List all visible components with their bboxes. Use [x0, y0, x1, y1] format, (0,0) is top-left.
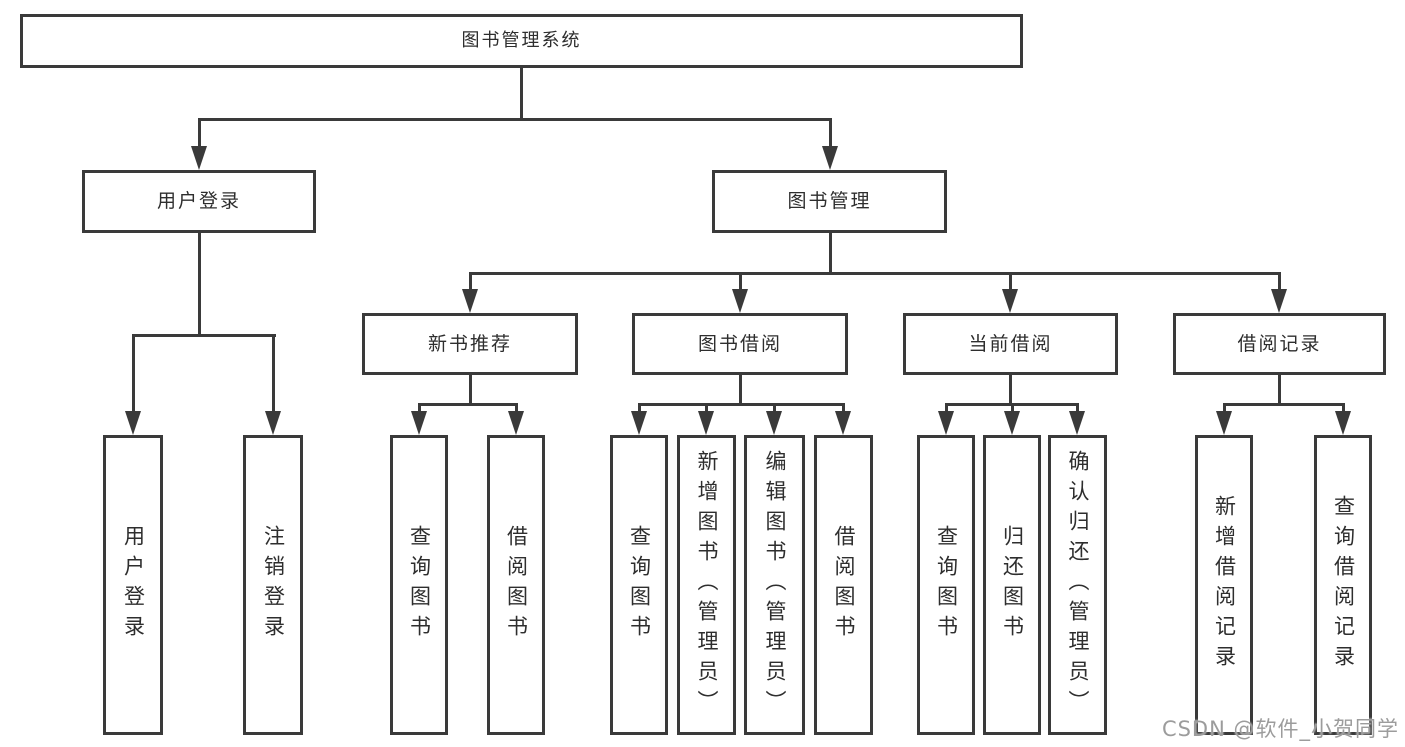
edge-line: [1278, 375, 1281, 405]
edge-arrowhead: [462, 289, 478, 313]
edge-arrowhead: [265, 411, 281, 435]
node-borrowing-records: 借阅记录: [1173, 313, 1386, 375]
node-label-leaf-query-books-3: 查询图书: [934, 525, 959, 645]
edge-arrowhead: [508, 411, 524, 435]
edge-arrowhead: [835, 411, 851, 435]
edge-line: [829, 118, 832, 150]
edge-arrowhead: [1002, 289, 1018, 313]
node-label-leaf-query-books-2: 查询图书: [627, 525, 652, 645]
node-leaf-confirm-return-admin: 确认归还（管理员）: [1048, 435, 1107, 735]
edge-arrowhead: [411, 411, 427, 435]
node-leaf-query-books-1: 查询图书: [390, 435, 448, 735]
edge-line: [515, 403, 518, 415]
node-leaf-borrow-books-2: 借阅图书: [814, 435, 873, 735]
edge-arrowhead: [822, 146, 838, 170]
node-label-leaf-return-books: 归还图书: [1000, 525, 1025, 645]
edge-line: [469, 375, 472, 405]
node-label-leaf-logout: 注销登录: [261, 525, 286, 645]
edge-line: [198, 118, 832, 121]
node-leaf-user-login: 用户登录: [103, 435, 163, 735]
node-label-current-borrowing: 当前借阅: [968, 332, 1053, 355]
node-leaf-borrow-books-1: 借阅图书: [487, 435, 545, 735]
node-new-book-recommend: 新书推荐: [362, 313, 578, 375]
node-label-new-book-recommend: 新书推荐: [427, 332, 512, 355]
edge-line: [638, 403, 641, 415]
edge-arrowhead: [631, 411, 647, 435]
edge-arrowhead: [1004, 411, 1020, 435]
edge-line: [520, 68, 523, 120]
watermark: CSDN @软件_小贺同学: [1161, 717, 1399, 741]
node-label-library-system: 图书管理系统: [461, 30, 582, 51]
edge-line: [739, 272, 742, 292]
node-label-book-borrowing: 图书借阅: [697, 332, 782, 355]
node-leaf-return-books: 归还图书: [983, 435, 1041, 735]
edge-arrowhead: [1216, 411, 1232, 435]
edge-line: [272, 334, 275, 414]
edge-line: [132, 334, 276, 337]
node-library-system: 图书管理系统: [20, 14, 1023, 68]
edge-line: [1076, 403, 1079, 415]
edge-line: [469, 272, 1280, 275]
edge-arrowhead: [698, 411, 714, 435]
edge-line: [198, 233, 201, 336]
edge-arrowhead: [938, 411, 954, 435]
edge-line: [1342, 403, 1345, 415]
edge-line: [638, 403, 845, 406]
edge-line: [829, 233, 832, 274]
node-current-borrowing: 当前借阅: [903, 313, 1118, 375]
node-leaf-query-books-3: 查询图书: [917, 435, 975, 735]
node-label-leaf-edit-books-admin: 编辑图书（管理员）: [763, 450, 787, 720]
node-user-login: 用户登录: [82, 170, 316, 233]
edge-line: [418, 403, 421, 415]
node-leaf-add-borrow-record: 新增借阅记录: [1195, 435, 1253, 735]
edge-line: [198, 118, 201, 150]
edge-line: [773, 403, 776, 415]
node-label-leaf-confirm-return-admin: 确认归还（管理员）: [1066, 450, 1090, 720]
edge-line: [469, 272, 472, 292]
edge-arrowhead: [766, 411, 782, 435]
edge-line: [739, 375, 742, 405]
edge-line: [1223, 403, 1226, 415]
edge-line: [1278, 272, 1281, 292]
edge-line: [1009, 272, 1012, 292]
node-book-borrowing: 图书借阅: [632, 313, 848, 375]
edge-arrowhead: [191, 146, 207, 170]
edge-arrowhead: [1069, 411, 1085, 435]
node-leaf-query-books-2: 查询图书: [610, 435, 668, 735]
node-label-leaf-add-books-admin: 新增图书（管理员）: [695, 450, 719, 720]
node-label-leaf-add-borrow-record: 新增借阅记录: [1212, 495, 1237, 675]
node-label-book-management: 图书管理: [787, 190, 872, 212]
node-leaf-add-books-admin: 新增图书（管理员）: [677, 435, 736, 735]
edge-arrowhead: [125, 411, 141, 435]
node-leaf-query-borrow-record: 查询借阅记录: [1314, 435, 1372, 735]
edge-line: [1223, 403, 1345, 406]
edge-arrowhead: [1335, 411, 1351, 435]
node-label-leaf-query-borrow-record: 查询借阅记录: [1331, 495, 1356, 675]
edge-arrowhead: [732, 289, 748, 313]
edge-line: [945, 403, 948, 415]
node-book-management: 图书管理: [712, 170, 947, 233]
edge-line: [1009, 375, 1012, 405]
node-label-leaf-query-books-1: 查询图书: [407, 525, 432, 645]
node-label-user-login: 用户登录: [156, 190, 241, 212]
node-leaf-logout: 注销登录: [243, 435, 303, 735]
edge-line: [132, 334, 135, 414]
edge-line: [1011, 403, 1014, 415]
edge-line: [842, 403, 845, 415]
edge-line: [705, 403, 708, 415]
edge-arrowhead: [1271, 289, 1287, 313]
node-label-leaf-borrow-books-2: 借阅图书: [832, 525, 856, 645]
node-label-leaf-user-login: 用户登录: [121, 525, 146, 645]
node-leaf-edit-books-admin: 编辑图书（管理员）: [744, 435, 805, 735]
node-label-leaf-borrow-books-1: 借阅图书: [504, 525, 529, 645]
node-label-borrowing-records: 借阅记录: [1237, 332, 1322, 355]
edge-line: [418, 403, 518, 406]
